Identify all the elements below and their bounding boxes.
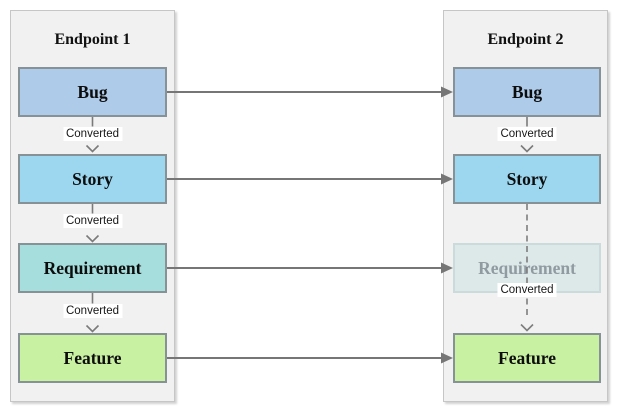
converted-label-e2-bug-story: Converted <box>497 127 557 141</box>
endpoint2-feature-box: Feature <box>453 333 601 383</box>
endpoint1-bug-box: Bug <box>18 67 167 117</box>
endpoint2-story-box: Story <box>453 154 601 204</box>
endpoint1-feature-box: Feature <box>18 333 167 383</box>
arrow-requirement-to-requirement <box>167 262 453 274</box>
arrow-story-to-story <box>167 173 453 185</box>
endpoint1-title: Endpoint 1 <box>54 31 131 48</box>
endpoint2-bug-box: Bug <box>453 67 601 117</box>
converted-label-e1-bug-story: Converted <box>62 127 123 141</box>
endpoint1-requirement-box: Requirement <box>18 243 167 293</box>
converted-label-e1-requirement-feature: Converted <box>62 304 123 318</box>
arrow-feature-to-feature <box>167 352 453 364</box>
converted-label-e1-story-requirement: Converted <box>62 214 123 228</box>
arrow-bug-to-bug <box>167 86 453 98</box>
endpoint1-story-box: Story <box>18 154 167 204</box>
endpoint2-title: Endpoint 2 <box>487 31 564 48</box>
converted-label-e2-story-feature: Converted <box>497 283 557 297</box>
